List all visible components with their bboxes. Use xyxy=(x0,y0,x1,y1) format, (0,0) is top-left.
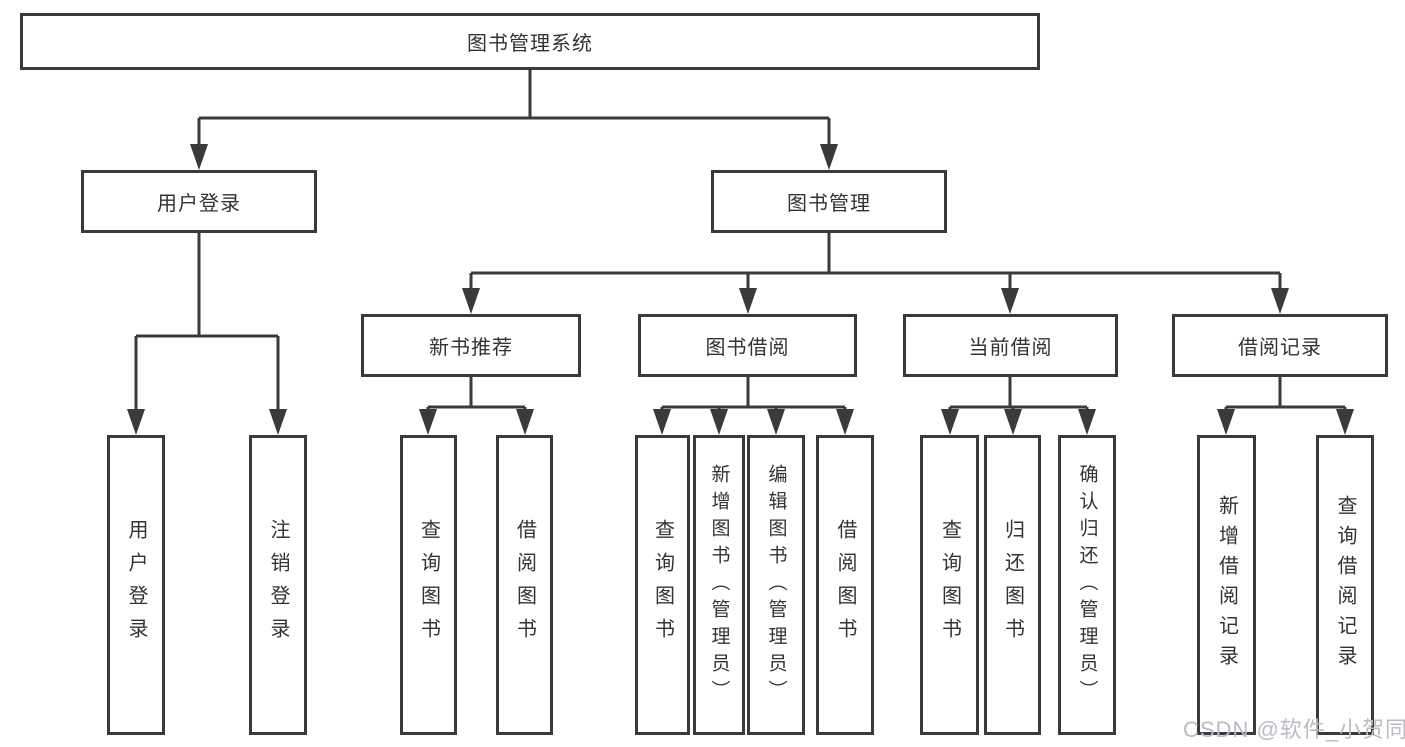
leaf-cb-confirm-return-admin: 确认归还（管理员） xyxy=(1058,435,1116,735)
leaf-cb-query-books: 查询图书 xyxy=(920,435,979,735)
connector-current-borrow xyxy=(941,377,1096,435)
leaf-cb-return-books: 归还图书 xyxy=(984,435,1041,735)
connector-root xyxy=(190,70,838,170)
node-borrow-records: 借阅记录 xyxy=(1172,314,1388,377)
connector-new-book-recommend xyxy=(419,377,534,435)
connector-book-borrow xyxy=(653,377,854,435)
node-book-borrow: 图书借阅 xyxy=(638,314,857,377)
leaf-br-query-record: 查询借阅记录 xyxy=(1316,435,1374,735)
connector-user-login xyxy=(127,233,287,435)
node-book-management: 图书管理 xyxy=(711,170,947,233)
leaf-nbr-query-books: 查询图书 xyxy=(400,435,457,735)
node-root: 图书管理系统 xyxy=(20,13,1040,70)
node-current-borrow: 当前借阅 xyxy=(903,314,1118,377)
leaf-logout: 注销登录 xyxy=(249,435,307,735)
connector-borrow-records xyxy=(1217,377,1354,435)
leaf-nbr-borrow-books: 借阅图书 xyxy=(496,435,553,735)
leaf-bb-edit-book-admin: 编辑图书（管理员） xyxy=(747,435,805,735)
leaf-bb-add-book-admin: 新增图书（管理员） xyxy=(693,435,745,735)
leaf-bb-query-books: 查询图书 xyxy=(635,435,690,735)
leaf-bb-borrow-books: 借阅图书 xyxy=(816,435,874,735)
leaf-user-login: 用户登录 xyxy=(107,435,165,735)
node-user-login: 用户登录 xyxy=(81,170,317,233)
connector-book-management xyxy=(462,233,1289,314)
csdn-watermark: CSDN @软件_小贺同学 xyxy=(1183,717,1405,742)
node-new-book-recommend: 新书推荐 xyxy=(361,314,581,377)
leaf-br-add-record: 新增借阅记录 xyxy=(1197,435,1256,735)
